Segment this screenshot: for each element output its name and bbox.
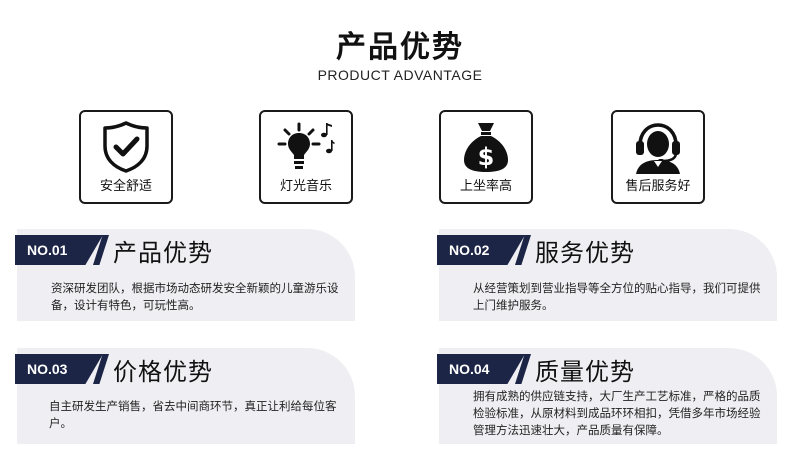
feature-occupancy: $ 上坐率高 [439, 110, 533, 204]
advantage-card-2: NO.02 服务优势 从经营策划到营业指导等全方位的贴心指导，我们可提供上门维护… [437, 229, 777, 321]
page-subtitle: PRODUCT ADVANTAGE [317, 67, 483, 83]
shield-check-icon [103, 121, 149, 173]
lightbulb-music-icon [277, 122, 335, 169]
card-title: 服务优势 [535, 239, 635, 267]
card-description: 资深研发团队，根据市场动态研发安全新颖的儿童游乐设备，设计有特色，可玩性高。 [51, 281, 339, 312]
feature-aftersales: 售后服务好 [611, 110, 705, 204]
advantage-card-1: NO.01 产品优势 资深研发团队，根据市场动态研发安全新颖的儿童游乐设备，设计… [15, 229, 355, 321]
card-description: 自主研发生产销售，省去中间商环节，真正让利给每位客户。 [49, 399, 337, 430]
page-title: 产品优势 [336, 30, 464, 65]
card-number-badge: NO.01 [15, 235, 103, 265]
feature-lights-music: 灯光音乐 [259, 110, 353, 204]
feature-label: 上坐率高 [459, 179, 512, 194]
card-title: 产品优势 [113, 239, 213, 267]
feature-safety: 安全舒适 [79, 110, 173, 204]
card-description: 从经营策划到营业指导等全方位的贴心指导，我们可提供上门维护服务。 [473, 281, 761, 312]
card-number-badge: NO.03 [15, 354, 103, 384]
card-number-badge: NO.04 [437, 354, 525, 384]
card-number-badge: NO.02 [437, 235, 525, 265]
card-title: 质量优势 [535, 358, 635, 386]
feature-label: 安全舒适 [99, 179, 152, 194]
feature-label: 灯光音乐 [279, 179, 332, 194]
headset-support-icon [636, 123, 680, 174]
feature-label: 售后服务好 [625, 179, 691, 194]
advantage-card-3: NO.03 价格优势 自主研发生产销售，省去中间商环节，真正让利给每位客户。 [15, 348, 355, 444]
card-description: 拥有成熟的供应链支持，大厂生产工艺标准，严格的品质检验标准，从原材料到成品环环相… [473, 389, 761, 437]
svg-text:$: $ [478, 143, 495, 171]
card-title: 价格优势 [113, 358, 213, 386]
money-bag-icon: $ [464, 123, 508, 172]
advantage-card-4: NO.04 质量优势 拥有成熟的供应链支持，大厂生产工艺标准，严格的品质检验标准… [437, 348, 777, 444]
